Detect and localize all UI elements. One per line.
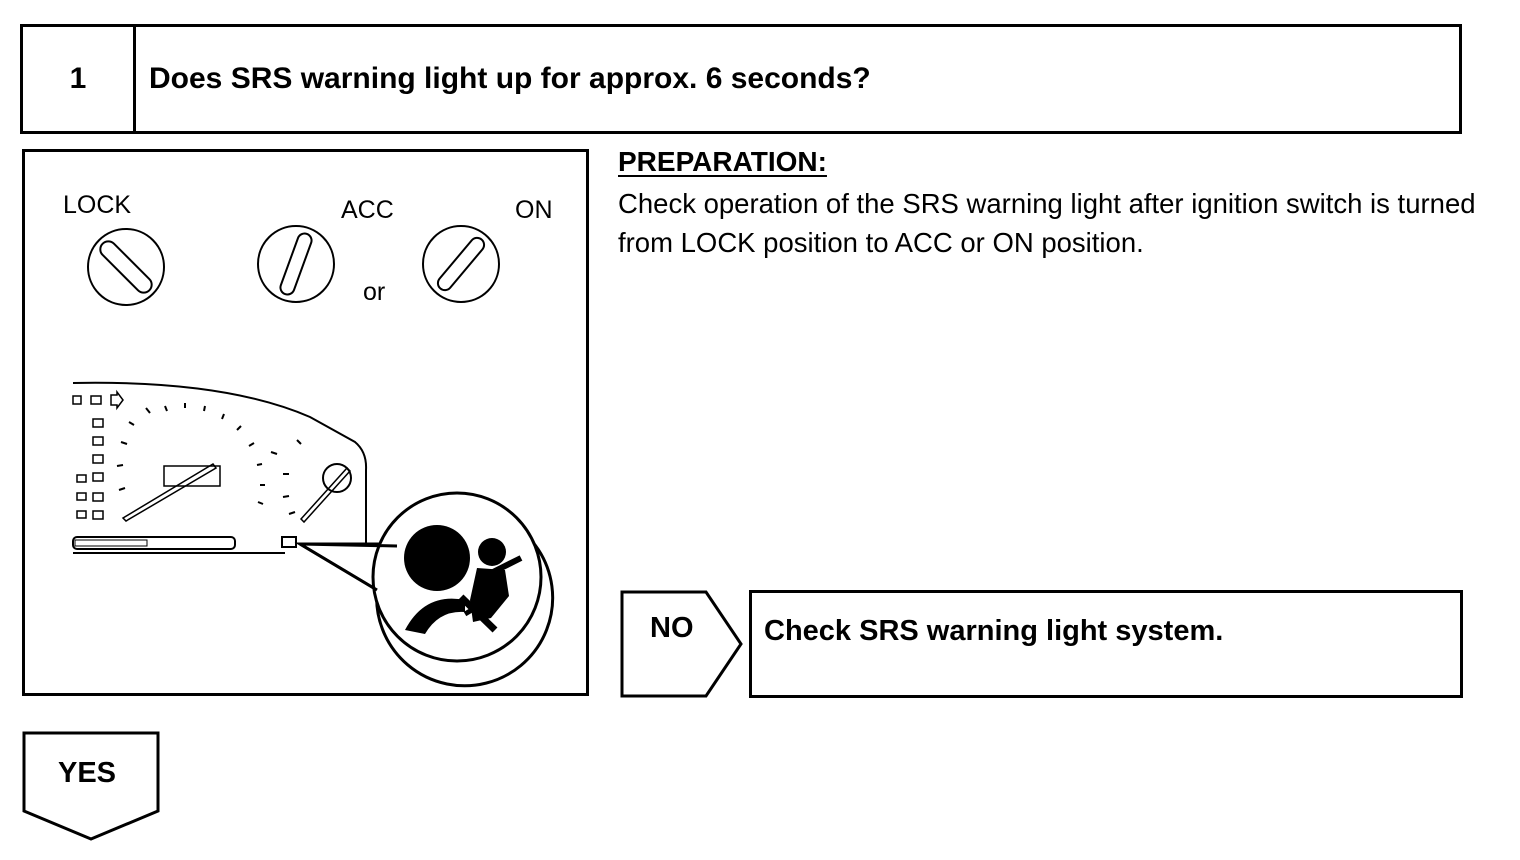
srs-airbag-warning-icon <box>294 491 555 688</box>
step-header: 1 Does SRS warning light up for approx. … <box>20 24 1462 134</box>
ignition-key-on-icon <box>422 225 500 303</box>
step-question: Does SRS warning light up for approx. 6 … <box>149 62 871 95</box>
ignition-key-lock-icon <box>87 228 165 306</box>
ignition-illustration: LOCK ACC ON or <box>22 149 589 696</box>
instrument-cluster-icon <box>72 381 368 554</box>
ignition-key-acc-icon <box>257 225 335 303</box>
yes-branch-label: YES <box>58 757 117 789</box>
preparation-title: PREPARATION: <box>618 146 827 177</box>
no-branch-action-text: Check SRS warning light system. <box>764 615 1224 647</box>
illustration-drawing <box>72 225 555 688</box>
on-label: ON <box>515 196 553 224</box>
acc-label: ACC <box>341 196 394 224</box>
preparation-body: Check operation of the SRS warning light… <box>618 188 1476 258</box>
step-number: 1 <box>23 27 136 131</box>
yes-branch-arrow <box>22 731 160 841</box>
or-label: or <box>363 278 386 306</box>
no-branch-action-box: Check SRS warning light system. <box>749 590 1463 698</box>
no-branch-arrow <box>620 590 743 698</box>
lock-label: LOCK <box>63 191 132 219</box>
no-branch-label: NO <box>650 612 694 644</box>
